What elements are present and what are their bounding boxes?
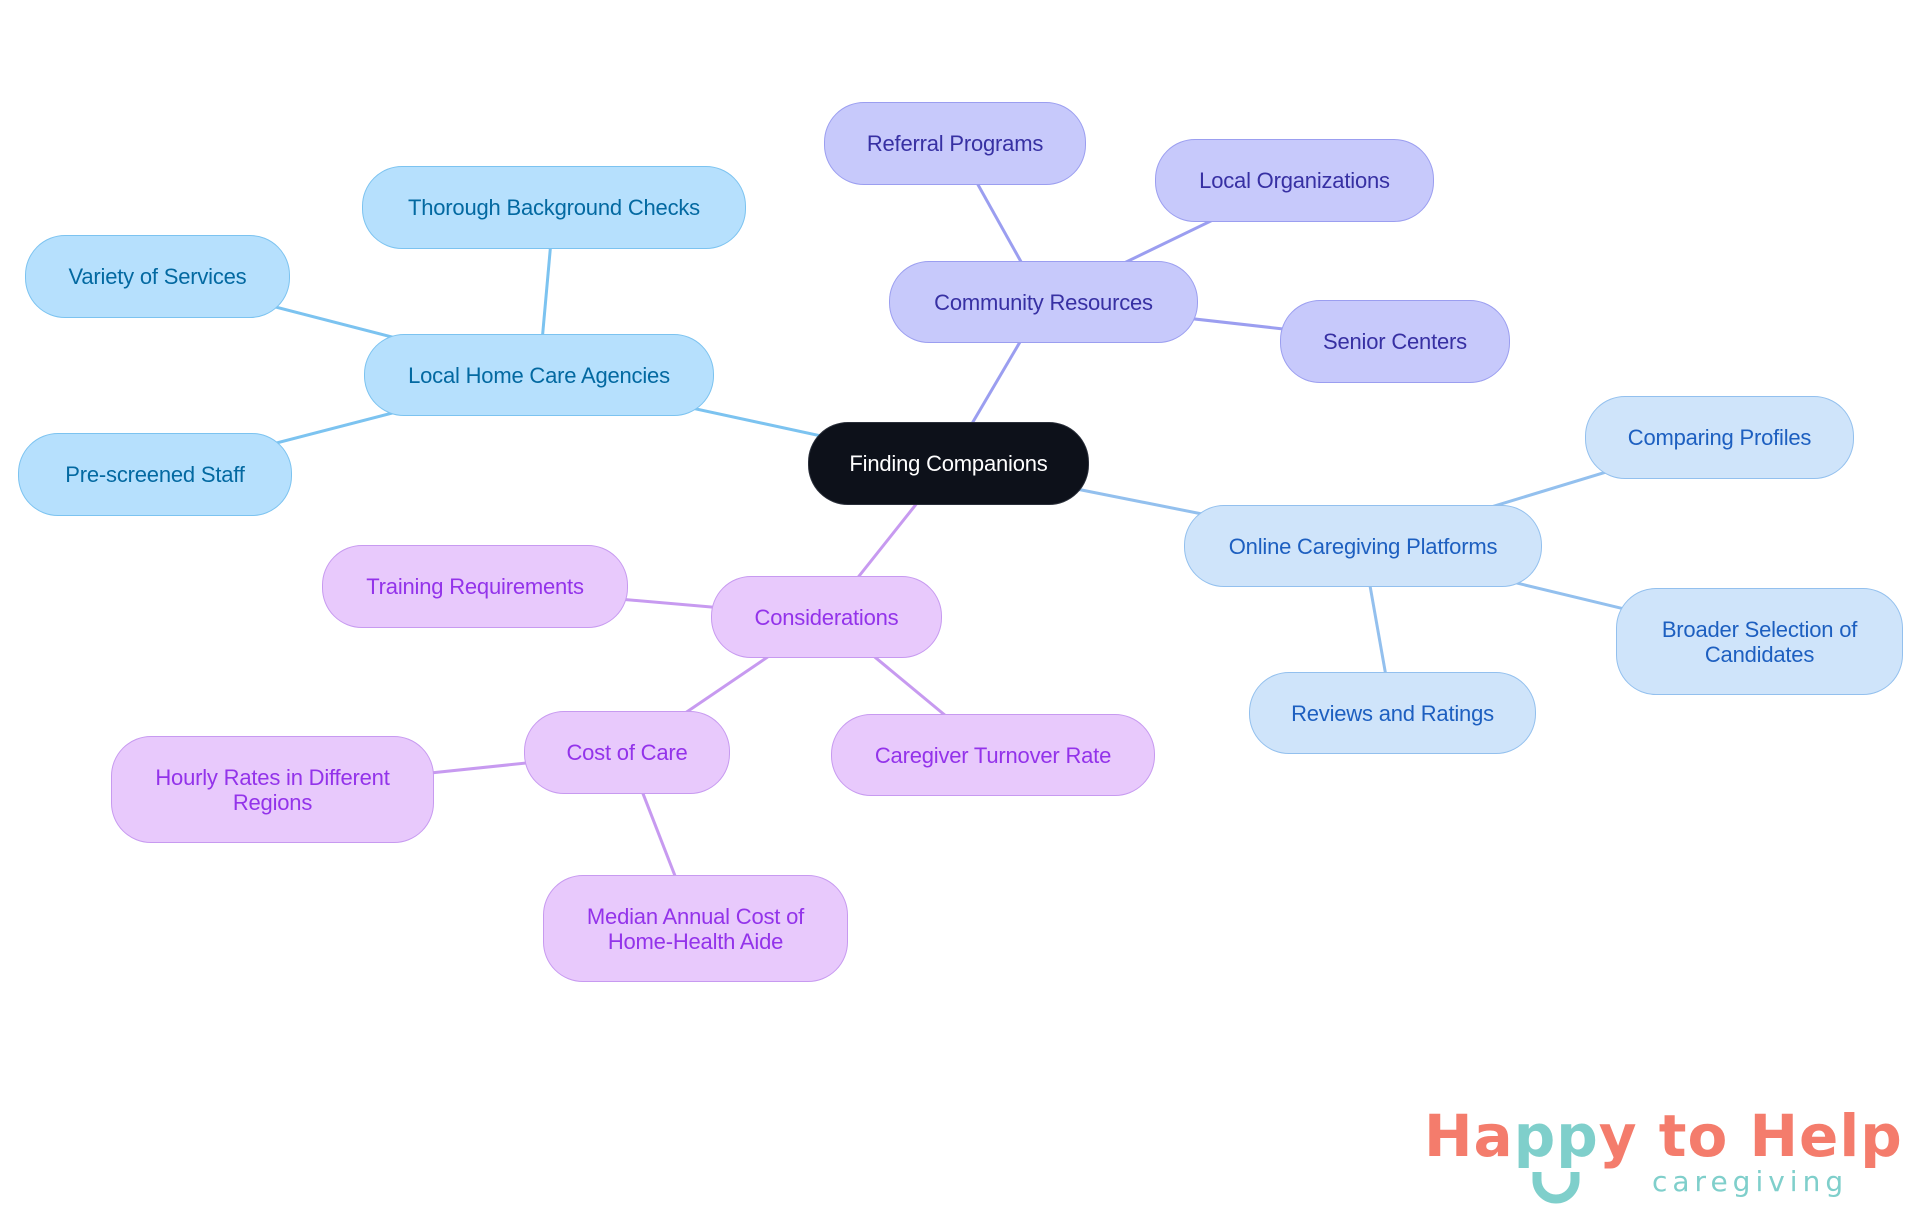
node-hourly-rates-in-different-regions[interactable]: Hourly Rates in Different Regions [111, 736, 434, 843]
node-reviews-and-ratings[interactable]: Reviews and Ratings [1249, 672, 1536, 754]
node-label: Broader Selection of Candidates [1661, 616, 1858, 667]
node-pre-screened-staff[interactable]: Pre-screened Staff [18, 433, 292, 516]
node-thorough-background-checks[interactable]: Thorough Background Checks [362, 166, 746, 249]
node-online-caregiving-platforms[interactable]: Online Caregiving Platforms [1184, 505, 1542, 587]
smile-icon [1532, 1172, 1580, 1204]
node-label: Median Annual Cost of Home-Health Aide [586, 903, 805, 954]
node-label: Variety of Services [68, 264, 247, 289]
node-local-home-care-agencies[interactable]: Local Home Care Agencies [364, 334, 714, 416]
node-label: Finding Companions [849, 451, 1048, 476]
node-referral-programs[interactable]: Referral Programs [824, 102, 1086, 185]
node-label: Community Resources [934, 289, 1153, 315]
node-comparing-profiles[interactable]: Comparing Profiles [1585, 396, 1854, 479]
logo-part-ha: Ha [1424, 1102, 1514, 1170]
node-caregiver-turnover-rate[interactable]: Caregiver Turnover Rate [831, 714, 1155, 796]
node-label: Training Requirements [366, 574, 584, 599]
logo-subtitle: caregiving [1652, 1165, 1849, 1198]
node-label: Pre-screened Staff [65, 462, 245, 487]
node-label: Online Caregiving Platforms [1228, 533, 1498, 559]
happy-to-help-logo: Happy to Help caregiving [1424, 1104, 1902, 1214]
node-root[interactable]: Finding Companions [808, 422, 1089, 505]
node-variety-of-services[interactable]: Variety of Services [25, 235, 290, 318]
node-label: Local Home Care Agencies [408, 362, 670, 388]
node-label: Senior Centers [1323, 329, 1467, 354]
node-label: Considerations [754, 604, 899, 630]
node-label: Hourly Rates in Different Regions [155, 764, 390, 815]
logo-title: Happy to Help [1424, 1104, 1903, 1168]
node-label: Local Organizations [1199, 168, 1390, 193]
node-label: Comparing Profiles [1627, 425, 1812, 450]
node-label: Caregiver Turnover Rate [874, 742, 1112, 768]
node-label: Reviews and Ratings [1291, 700, 1494, 726]
node-training-requirements[interactable]: Training Requirements [322, 545, 628, 628]
node-label: Cost of Care [566, 740, 688, 765]
node-broader-selection-of-candidates[interactable]: Broader Selection of Candidates [1616, 588, 1903, 695]
node-considerations[interactable]: Considerations [711, 576, 942, 658]
node-senior-centers[interactable]: Senior Centers [1280, 300, 1510, 383]
node-median-annual-cost-of-home-health-aide[interactable]: Median Annual Cost of Home-Health Aide [543, 875, 848, 982]
logo-part-pp: pp [1513, 1102, 1599, 1170]
node-cost-of-care[interactable]: Cost of Care [524, 711, 730, 794]
node-label: Referral Programs [866, 131, 1044, 156]
node-local-organizations[interactable]: Local Organizations [1155, 139, 1434, 222]
node-label: Thorough Background Checks [408, 195, 700, 220]
logo-part-y-to-help: y to Help [1598, 1102, 1903, 1170]
node-community-resources[interactable]: Community Resources [889, 261, 1198, 343]
